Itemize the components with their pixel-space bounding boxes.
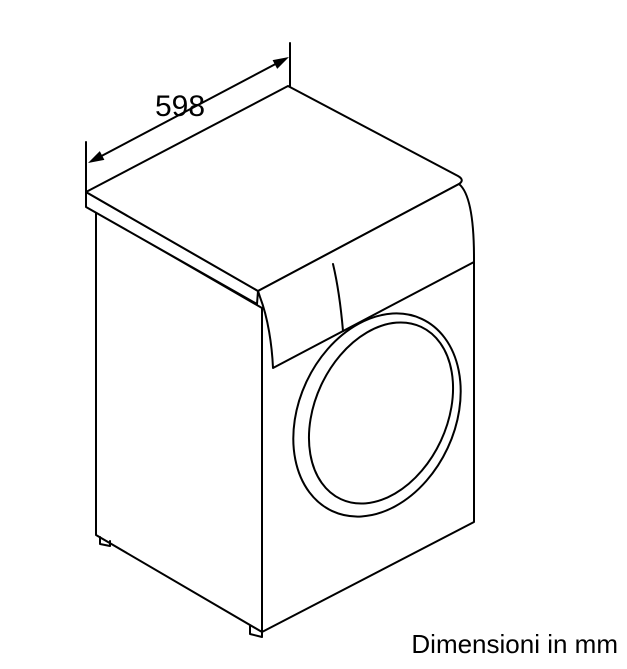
control-panel-face <box>257 183 475 369</box>
door-outer-ring <box>292 312 462 518</box>
foot-front <box>249 625 263 638</box>
arrowhead-right <box>272 57 289 69</box>
foot-left <box>99 536 111 547</box>
units-caption: Dimensioni in mm <box>411 629 618 659</box>
control-panel-separator <box>332 263 344 332</box>
door <box>292 312 462 518</box>
arrowhead-left <box>88 151 105 163</box>
dimension-label: 598 <box>155 90 205 123</box>
door-inner-ring <box>307 321 455 505</box>
width-dimension: 598 <box>85 42 291 193</box>
dimension-line <box>91 58 286 162</box>
control-panel <box>257 183 475 369</box>
